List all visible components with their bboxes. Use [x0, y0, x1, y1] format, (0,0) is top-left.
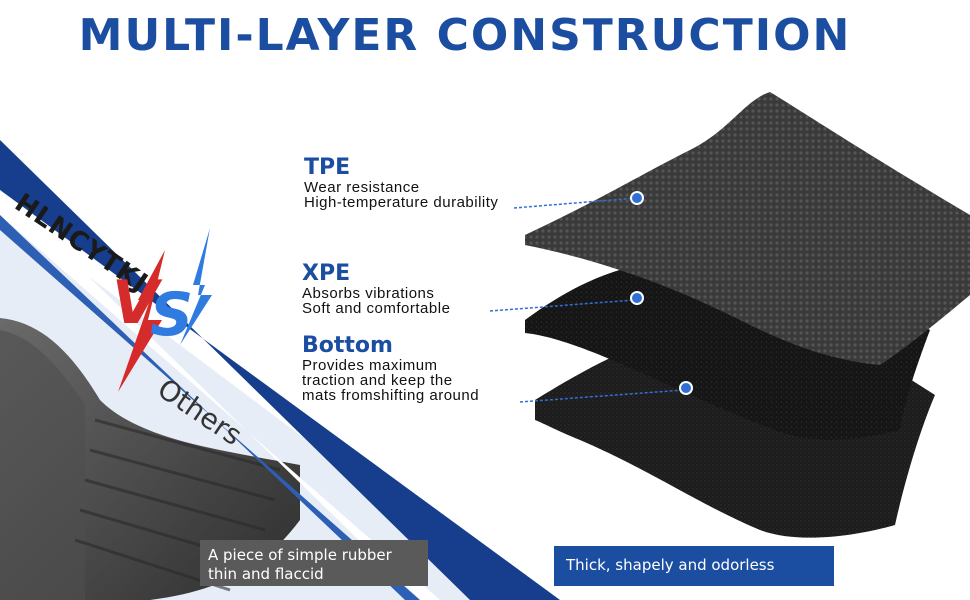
layer-tpe-line-2: High-temperature durability — [304, 194, 499, 211]
rubber-mat-image — [0, 318, 300, 600]
lightning-blue-icon — [180, 228, 212, 345]
xpe-marker-icon — [630, 291, 644, 305]
lightning-red-icon — [118, 250, 165, 392]
layer-xpe-line-2: Soft and comfortable — [302, 300, 451, 317]
caption-ours: Thick, shapely and odorless — [554, 546, 834, 586]
layer-xpe-title: XPE — [302, 261, 351, 286]
layer-tpe-line-1: Wear resistance — [304, 179, 420, 196]
vs-letter-s: S — [150, 280, 194, 350]
layer-bottom-title: Bottom — [302, 333, 393, 358]
layer-bottom-line-2: traction and keep the — [302, 372, 453, 389]
tpe-marker-icon — [630, 191, 644, 205]
bottom-marker-icon — [679, 381, 693, 395]
vs-letter-v: V — [112, 268, 159, 338]
caption-others-line-1: A piece of simple rubber — [208, 546, 392, 564]
tpe-top-layer — [525, 92, 970, 365]
layer-tpe: TPE Wear resistance High-temperature dur… — [304, 155, 499, 211]
layer-xpe: XPE Absorbs vibrations Soft and comforta… — [302, 261, 451, 317]
caption-others: A piece of simple rubber thin and flacci… — [200, 540, 428, 586]
layer-bottom-line-1: Provides maximum — [302, 357, 438, 374]
layer-bottom-line-3: mats fromshifting around — [302, 387, 480, 404]
layer-tpe-title: TPE — [304, 155, 351, 180]
page-title: MULTI-LAYER CONSTRUCTION — [78, 10, 852, 61]
layered-mat-image — [525, 92, 970, 538]
caption-others-line-2: thin and flaccid — [208, 565, 324, 583]
layer-xpe-line-1: Absorbs vibrations — [302, 285, 435, 302]
layer-bottom: Bottom Provides maximum traction and kee… — [302, 333, 480, 404]
